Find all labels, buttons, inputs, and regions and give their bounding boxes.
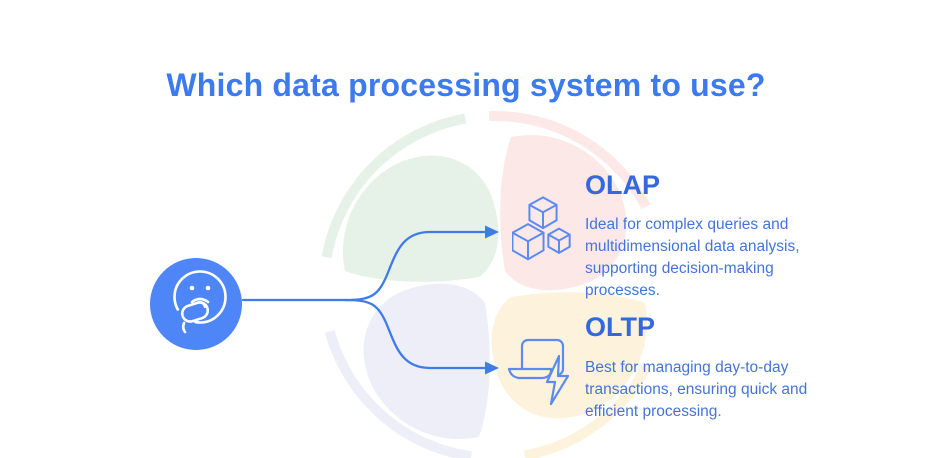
connector-branch-oltp xyxy=(343,298,488,370)
page-title: Which data processing system to use? xyxy=(166,67,766,103)
branch-heading-oltp: OLTP xyxy=(585,312,655,342)
thinking-face-features xyxy=(173,270,227,334)
cube-small xyxy=(548,229,569,253)
lightning-bolt xyxy=(545,354,570,406)
cubes-icon xyxy=(512,196,582,266)
laptop-base xyxy=(507,367,553,380)
wheel-outer-arcs xyxy=(321,111,651,458)
fist-shape xyxy=(180,301,210,323)
branch-heading-olap: OLAP xyxy=(585,170,661,200)
arc-lavender xyxy=(324,330,472,458)
background-wheel-decoration xyxy=(321,111,651,458)
cubes-group xyxy=(512,197,569,259)
branch-description-oltp: Best for managing day-to-day transaction… xyxy=(585,359,808,420)
right-eye xyxy=(205,285,211,291)
arc-green xyxy=(321,113,467,259)
arc-pink xyxy=(488,111,651,210)
branch-description-olap: Ideal for complex queries and multidimen… xyxy=(585,216,800,299)
laptop-group xyxy=(507,338,570,406)
wrist-line xyxy=(181,321,187,334)
cube-top xyxy=(529,197,556,228)
frown-mouth xyxy=(190,297,210,304)
thinking-face-icon xyxy=(150,258,242,350)
petal-lavender xyxy=(363,283,490,440)
arrowhead-oltp-icon xyxy=(485,361,499,375)
arc-yellow xyxy=(523,364,651,458)
petal-yellow xyxy=(491,292,648,419)
connector-lines xyxy=(241,230,488,370)
wheel-petals xyxy=(342,134,648,440)
petal-green xyxy=(342,155,499,282)
arrowhead-olap-icon xyxy=(485,225,499,239)
fist-hand xyxy=(180,300,210,323)
face-outline xyxy=(173,270,227,324)
connector-branch-olap xyxy=(343,230,488,302)
connector-arrowheads xyxy=(485,225,499,375)
laptop-bolt-icon xyxy=(507,338,570,406)
cube-big xyxy=(512,224,543,259)
left-eye xyxy=(189,285,195,291)
thumb-curl xyxy=(196,300,207,308)
